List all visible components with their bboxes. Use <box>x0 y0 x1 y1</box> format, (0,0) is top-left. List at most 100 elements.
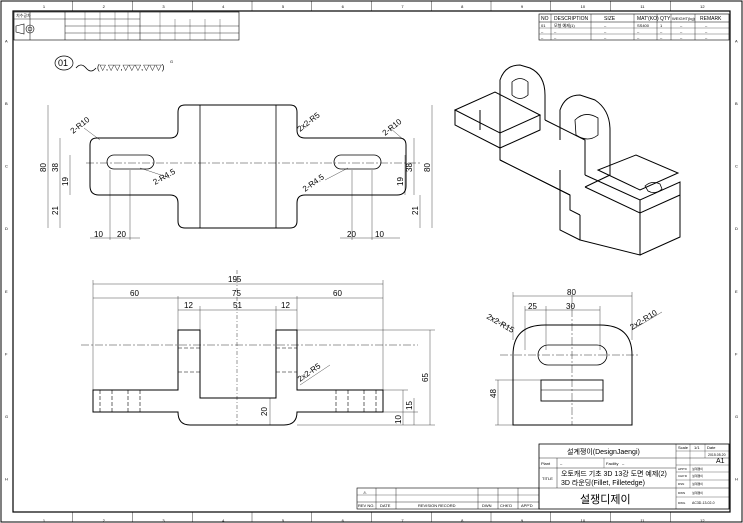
title-line-2: 3D 라운딩(Fillet, Filletedge) <box>561 478 645 487</box>
bottom-view <box>92 329 384 426</box>
dim-75: 75 <box>232 289 241 298</box>
zone-num-bottom: 11 <box>640 518 645 523</box>
dwn-label: DWN <box>678 491 685 495</box>
projection-symbol-icon <box>15 23 35 35</box>
zone-letter-left: B <box>5 101 8 106</box>
dim-80-right: 80 <box>423 163 432 172</box>
appd-label: APP'D <box>678 467 688 471</box>
dim-60-right: 60 <box>333 289 342 298</box>
zone-letter-right: B <box>735 101 738 106</box>
dim-38-right: 38 <box>405 163 414 172</box>
parts-cell: – <box>604 23 607 28</box>
parts-cell: – <box>604 29 607 34</box>
tol-label: 치수공차 <box>16 12 31 18</box>
zone-letter-right: A <box>735 38 738 43</box>
dwn-sign: 설계쟁이 <box>692 490 703 495</box>
zone-letter-left: G <box>5 414 8 419</box>
revision-table: ⚠ REV NO. DATE REVISION RECORD DWN CHK'D… <box>356 487 540 510</box>
revision-mark-icon: ⚠ <box>363 490 367 495</box>
finish-symbols: (▽,▽▽,▽▽▽,▽▽▽) <box>97 63 165 72</box>
parts-header-remark: REMARK <box>700 16 722 22</box>
dim-2x2r5-front: 2x2-R5 <box>296 110 322 133</box>
dsn-sign: 설계쟁이 <box>692 481 703 486</box>
dim-12-right: 12 <box>281 301 290 310</box>
dim-10-bottom: 10 <box>394 415 403 424</box>
dim-2r10-right: 2-R10 <box>381 117 404 138</box>
dim-10-right: 10 <box>375 230 384 239</box>
zone-num-bottom: 8 <box>461 518 464 523</box>
finish-sub: G <box>170 59 173 64</box>
dim-19-left: 19 <box>61 177 70 186</box>
dim-65: 65 <box>421 373 430 382</box>
zone-letter-left: F <box>5 351 8 356</box>
plant-label: Plant <box>541 461 551 466</box>
isometric-view <box>453 64 681 256</box>
zone-num-bottom: 3 <box>162 518 165 523</box>
centerlines <box>81 162 640 425</box>
parts-cell: – <box>541 35 544 40</box>
dim-10-left: 10 <box>94 230 103 239</box>
zone-num-bottom: 7 <box>401 518 404 523</box>
parts-cell: – <box>660 29 663 34</box>
dim-20-right: 20 <box>347 230 356 239</box>
inner-border <box>12 10 731 513</box>
zone-letter-left: D <box>5 226 8 231</box>
parts-cell: – <box>705 23 708 28</box>
front-view-dim-text: 2-R10 2-R10 2-R4.5 2-R4.5 2x2-R5 80 38 1… <box>39 110 432 239</box>
parts-cell: – <box>637 35 640 40</box>
parts-cell: SS400 <box>637 23 650 28</box>
sheet-size: A1 <box>716 458 725 465</box>
parts-list: NO DESCRIPTION SIZE MAT'(KO) QTY WEIGHT(… <box>538 13 730 41</box>
zone-letter-left: E <box>5 289 8 294</box>
scale-value: 1/1 <box>694 445 700 450</box>
dim-19-right: 19 <box>396 177 405 186</box>
parts-cell: 01 <box>541 23 546 28</box>
title-line-1: 오토캐드 기초 3D 13강 도면 예제(2) <box>561 469 667 478</box>
title-block: 설계쟁이(DesignJaengi) Scale 1/1 Date 2015.0… <box>538 443 730 510</box>
parts-cell: – <box>604 35 607 40</box>
dim-80-side: 80 <box>567 288 576 297</box>
front-view-dims <box>47 105 433 240</box>
rev-header-date: DATE <box>380 503 391 508</box>
dim-20-left: 20 <box>117 230 126 239</box>
company-name: 설계쟁이(DesignJaengi) <box>567 447 640 456</box>
appd-sign: 설계쟁이 <box>692 466 703 471</box>
zone-num-top: 9 <box>521 4 524 9</box>
zone-num-top: 12 <box>700 4 705 9</box>
dim-80-left: 80 <box>39 163 48 172</box>
dim-2x2r15: 2x2-R15 <box>485 312 516 335</box>
chkd-label: CHK'D <box>678 474 688 478</box>
parts-header-weight: WEIGHT(kg) <box>672 16 696 21</box>
designer-name: 설쟁디제이 <box>580 493 631 506</box>
zone-letter-left: C <box>5 164 8 169</box>
zone-num-bottom: 6 <box>342 518 345 523</box>
zone-num-top: 10 <box>581 4 586 9</box>
zone-letter-right: C <box>735 164 738 169</box>
dim-38-left: 38 <box>51 163 60 172</box>
tolerance-table: 치수공차 <box>13 11 240 41</box>
parts-cell: – <box>554 29 557 34</box>
zone-num-top: 11 <box>640 4 645 9</box>
zone-letter-right: E <box>735 289 738 294</box>
parts-header-size: SIZE <box>604 16 616 22</box>
zone-num-bottom: 4 <box>222 518 225 523</box>
side-view-dims <box>489 292 663 426</box>
dim-2r45-left: 2-R4.5 <box>152 167 178 187</box>
rev-header-appd: APP'D <box>521 503 533 508</box>
zone-num-top: 1 <box>43 4 46 9</box>
zone-letter-left: A <box>5 38 8 43</box>
parts-header-description: DESCRIPTION <box>554 16 589 22</box>
date-value: 2015.05.20 <box>708 453 726 457</box>
title-label: TITLE <box>542 476 553 481</box>
side-view <box>512 324 633 426</box>
dim-51: 51 <box>233 301 242 310</box>
zone-num-top: 4 <box>222 4 225 9</box>
rev-header-no: REV NO. <box>358 503 374 508</box>
dim-21-left: 21 <box>51 206 60 215</box>
facility-value: – <box>622 461 625 466</box>
zone-letter-right: D <box>735 226 738 231</box>
zone-num-bottom: 2 <box>103 518 106 523</box>
